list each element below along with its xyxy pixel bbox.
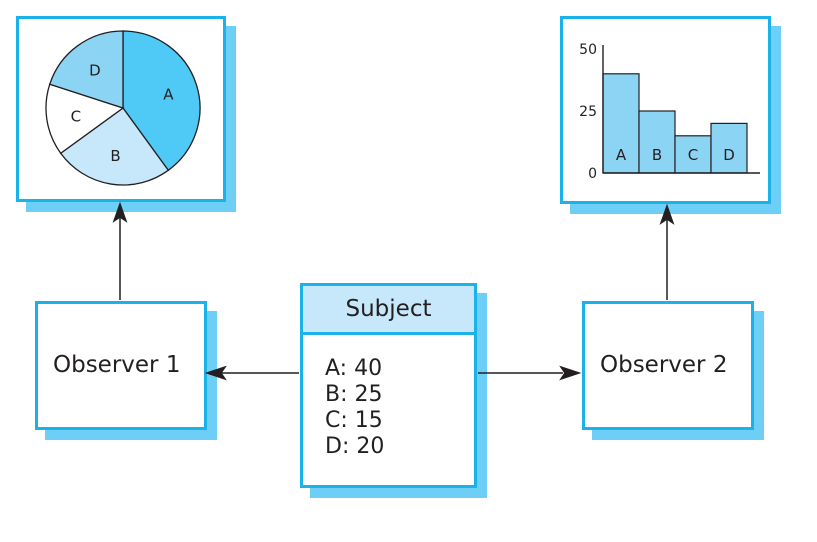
arrowhead-observer2: [559, 365, 582, 381]
pie-label-a: A: [163, 85, 174, 103]
pie-slice-b: [59, 107, 170, 186]
subject-value-b: B: 25: [325, 382, 383, 407]
subject-value-c: C: 15: [325, 408, 383, 433]
subject-title: Subject: [303, 286, 474, 335]
pie-slice-c: [45, 83, 125, 155]
bar-label-d: D: [723, 146, 735, 164]
subject-value-a: A: 40: [325, 356, 383, 381]
pie-slice-a: [122, 30, 201, 172]
pie-chart: A B C D: [45, 30, 201, 186]
subject-box: Subject A: 40 B: 25 C: 15 D: 20: [300, 283, 477, 488]
pie-label-d: D: [89, 61, 101, 79]
bar-label-a: A: [616, 146, 627, 164]
y-tick-label-25: 25: [579, 104, 597, 120]
observer-1-box: Observer 1: [35, 301, 207, 430]
pie-label-b: B: [110, 147, 120, 165]
bar-card: A B C D 0 25 50: [560, 16, 771, 204]
subject-value-d: D: 20: [325, 434, 385, 459]
y-tick-label-50: 50: [579, 42, 597, 58]
bar-c: [674, 135, 712, 174]
pie-label-c: C: [71, 107, 81, 125]
observer-1-label: Observer 1: [53, 352, 181, 378]
bar-chart: A B C D 0 25 50: [579, 42, 760, 182]
pie-card: A B C D: [16, 16, 226, 202]
bar-d: [710, 122, 748, 174]
observer-2-label: Observer 2: [600, 352, 728, 378]
bar-label-b: B: [652, 146, 662, 164]
observer-2-box: Observer 2: [582, 301, 754, 430]
bar-label-c: C: [688, 146, 698, 164]
pie-slice-d: [48, 30, 124, 109]
y-tick-label-0: 0: [588, 166, 597, 182]
